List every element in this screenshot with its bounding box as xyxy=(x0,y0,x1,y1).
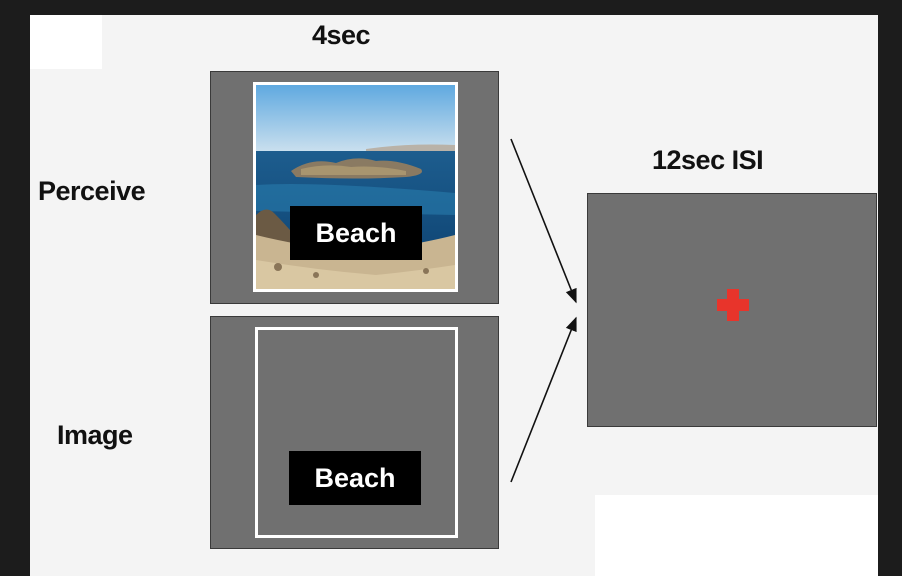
background-patch-bottom-right xyxy=(595,495,878,576)
perceive-condition-label: Perceive xyxy=(38,176,146,206)
image-cue-word: Beach xyxy=(289,451,421,505)
isi-screen xyxy=(587,193,877,427)
perceive-screen: Beach xyxy=(210,71,499,304)
stimulus-duration-label: 4sec xyxy=(312,20,371,50)
background-patch-top-left xyxy=(30,15,102,69)
arrow-perceive-to-isi xyxy=(510,138,577,304)
image-condition-label: Image xyxy=(57,420,133,450)
fixation-cross-icon xyxy=(717,289,749,321)
arrow-image-to-isi xyxy=(510,316,577,483)
perceive-cue-word: Beach xyxy=(290,206,422,260)
image-empty-frame xyxy=(255,327,458,538)
image-screen: Beach xyxy=(210,316,499,549)
isi-duration-label: 12sec ISI xyxy=(652,145,764,175)
